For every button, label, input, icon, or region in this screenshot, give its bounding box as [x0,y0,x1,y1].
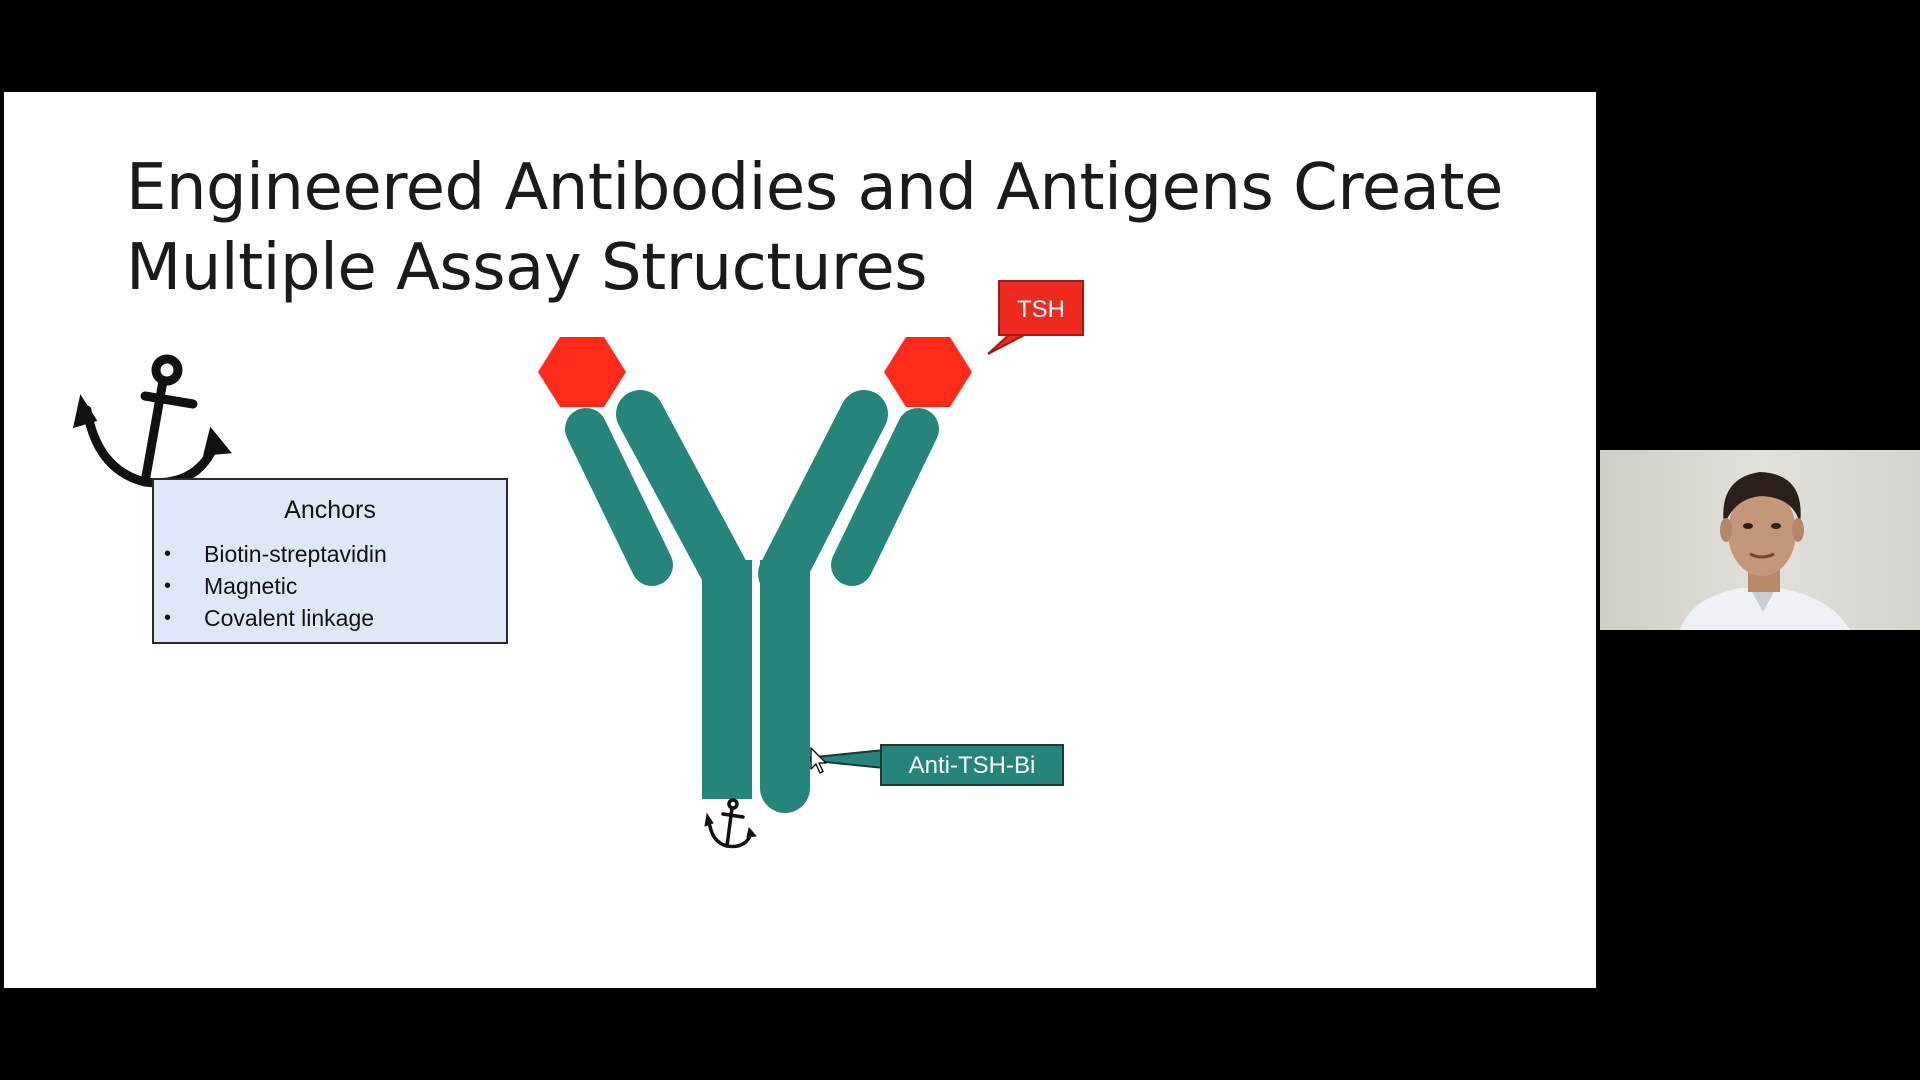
list-item: • Covalent linkage [164,602,387,634]
slide-title-line-2: Multiple Assay Structures [126,231,928,305]
antigen-hexagon-left [538,337,626,407]
antibody-shape [565,390,939,598]
antibody-diagram [73,329,1035,849]
presenter-webcam-video[interactable] [1600,450,1920,630]
anchor-icon [73,354,232,488]
anchors-list: • Biotin-streptavidin • Magnetic • Covalent… [164,538,387,634]
anchor-icon [704,798,758,849]
list-item: • Magnetic [164,570,387,602]
presentation-slide: Engineered Antibodies and Antigens Creat… [4,92,1596,988]
bullet-icon: • [164,575,172,597]
bullet-icon: • [164,543,172,565]
tsh-callout-label: TSH [998,280,1084,336]
presenter-video-frame [1600,450,1920,630]
presenter-hair [1723,472,1801,526]
list-item: • Biotin-streptavidin [164,538,387,570]
presenter-shirt [1680,588,1850,630]
mouse-pointer-icon [810,747,827,774]
antibody-light-chain-left [565,408,673,586]
anchors-info-box: Anchors • Biotin-streptavidin • Magnetic •… [152,478,508,644]
antibody-heavy-chain-arm-left [616,390,750,598]
presenter-face [1728,488,1796,576]
bullet-icon: • [164,607,172,629]
antibody-stem-right [760,574,810,813]
antibody-heavy-chain-arm-right [758,390,888,598]
slide-title-line-1: Engineered Antibodies and Antigens Creat… [126,151,1503,225]
anchor-item-label: Magnetic [204,573,298,599]
antibody-stem-left [702,574,752,799]
anchor-item-label: Covalent linkage [204,605,375,631]
anchors-heading: Anchors [284,496,376,524]
antibody-light-chain-right [831,408,939,586]
anchor-item-label: Biotin-streptavidin [204,541,387,567]
antigen-hexagon-right [884,337,972,407]
antibody-callout-label: Anti-TSH-Bi [880,744,1064,786]
slide-title: Engineered Antibodies and Antigens Creat… [126,148,1526,308]
